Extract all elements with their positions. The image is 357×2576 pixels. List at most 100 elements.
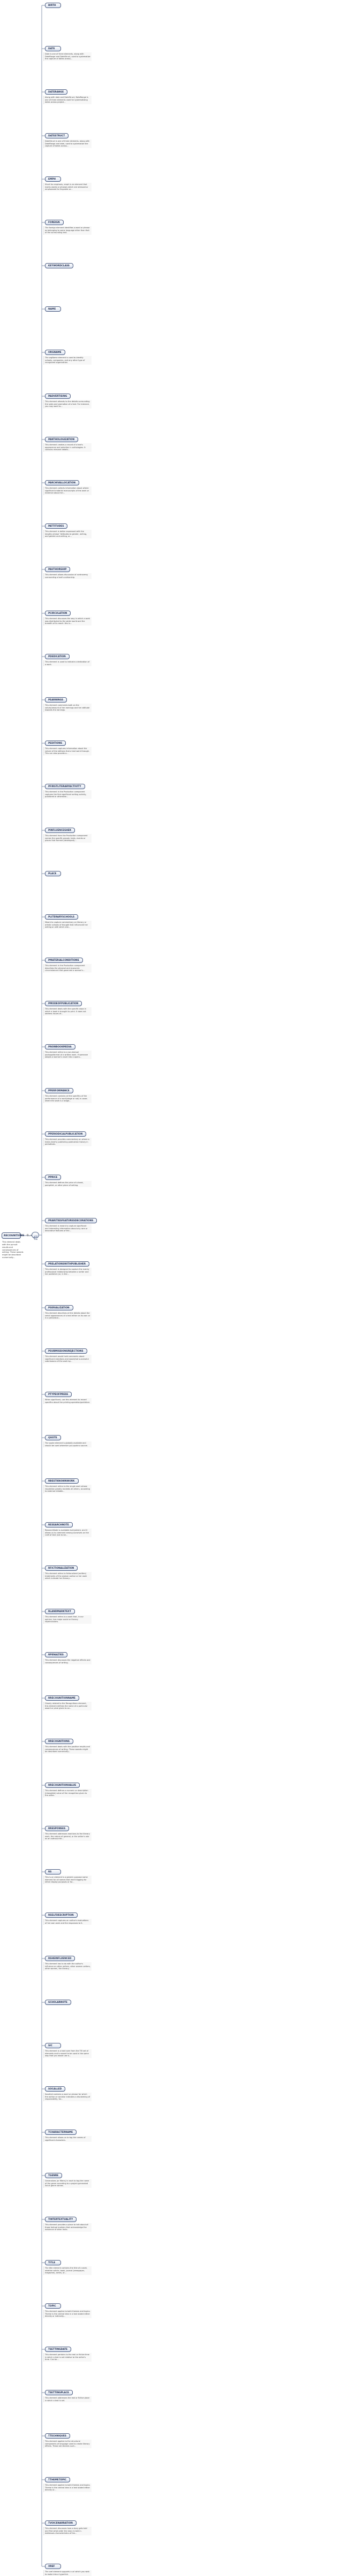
element-label: PSUBMISSIONSREJECTIONS xyxy=(48,1349,83,1353)
element-tcharactername[interactable]: TCHARACTERNAME xyxy=(45,2130,77,2135)
choice-compositor-icon[interactable] xyxy=(32,1232,39,1240)
element-name[interactable]: NAME xyxy=(45,306,61,312)
element-foreign[interactable]: FOREIGN xyxy=(45,220,64,225)
element-label: TTHEMETOPIC xyxy=(48,2478,67,2481)
element-pcirculation[interactable]: PCIRCULATION xyxy=(45,611,71,616)
element-description: This element creates a record of a text'… xyxy=(43,443,92,452)
element-daterange[interactable]: DATERANGE xyxy=(45,89,68,95)
element-pmodeofpublication[interactable]: PMODEOFPUBLICATION xyxy=(45,1001,82,1006)
element-xref[interactable]: XREF xyxy=(45,2564,61,2569)
element-label: PAUTHORSHIP xyxy=(48,568,67,571)
element-description: The xref element supports a url which yo… xyxy=(43,2570,92,2576)
element-tvoicenarration[interactable]: TVOICENARRATION xyxy=(45,2520,77,2526)
element-ttechniques[interactable]: TTECHNIQUES xyxy=(45,2433,71,2439)
element-pauthorship[interactable]: PAUTHORSHIP xyxy=(45,567,71,572)
element-description: Along with date and DateStruct, DateRang… xyxy=(43,96,92,104)
element-quote[interactable]: QUOTE xyxy=(45,1435,61,1440)
element-ptypeofpress[interactable]: PTYPEOFPRESS xyxy=(45,1392,72,1397)
root-element-recognitions[interactable]: RECOGNITIONS xyxy=(2,1232,25,1239)
element-place[interactable]: PLACE xyxy=(45,871,61,876)
element-rrecognitions[interactable]: RRECOGNITIONS xyxy=(45,1739,73,1744)
element-datestruct[interactable]: DATESTRUCT xyxy=(45,133,69,138)
element-birth[interactable]: BIRTH xyxy=(45,3,61,8)
element-description: This element is designed to capture the … xyxy=(43,1268,92,1276)
element-description: This element discusses the way in which … xyxy=(43,617,92,626)
element-description: This element addresses the real or ficti… xyxy=(43,2396,92,2403)
element-description: This element discusses the negative effe… xyxy=(43,1659,92,1665)
element-label: KEYWORDCLASS xyxy=(48,264,70,267)
element-label: PRARITIESFEATURESDECORATIONS xyxy=(48,1219,94,1222)
element-parchivallocation[interactable]: PARCHIVALLOCATION xyxy=(45,480,79,485)
element-pinfluencesher[interactable]: PINFLUENCESHER xyxy=(45,828,75,833)
element-description: This is an element is a generic purpose … xyxy=(43,1876,92,1884)
element-description: This element applies to the structural c… xyxy=(43,2440,92,2448)
element-date[interactable]: DATE xyxy=(45,46,61,51)
element-emph[interactable]: EMPH xyxy=(45,176,61,182)
element-scholarnote[interactable]: SCHOLARNOTE xyxy=(45,2000,71,2005)
element-pliteraryschools[interactable]: PLITERARYSCHOOLS xyxy=(45,914,79,920)
element-description: This element refers to a non-textual pac… xyxy=(43,1051,92,1059)
element-label: RPENALTIES xyxy=(48,1653,64,1656)
element-prelationswithpublisher[interactable]: PRELATIONSWITHPUBLISHER xyxy=(45,1261,90,1267)
element-rlandmarktext[interactable]: RLANDMARKTEXT xyxy=(45,1609,75,1614)
element-pserialization[interactable]: PSERIALIZATION xyxy=(45,1305,73,1310)
element-label: SCHOLARNOTE xyxy=(48,2001,67,2004)
element-topic[interactable]: TOPIC xyxy=(45,2303,61,2309)
element-description: When significant, use this element to re… xyxy=(43,1398,92,1405)
root-element-label: RECOGNITIONS xyxy=(4,1234,25,1237)
element-tthemetopic[interactable]: TTHEMETOPIC xyxy=(45,2477,71,2482)
element-label: PMODEOFPUBLICATION xyxy=(48,1002,79,1005)
element-label: TSETTINGPLACE xyxy=(48,2391,69,2394)
element-socalled[interactable]: SOCALLED xyxy=(45,2086,66,2092)
element-description: This element refers to a work that, in o… xyxy=(43,1615,92,1624)
element-rresponses[interactable]: RRESPONSES xyxy=(45,1826,70,1831)
element-label: RSELFDESCRIPTION xyxy=(48,1914,74,1917)
element-label: PPERIODICALPUBLICATION xyxy=(48,1132,83,1136)
element-pearnings[interactable]: PEARNINGS xyxy=(45,697,67,703)
element-label: PSERIALIZATION xyxy=(48,1306,70,1309)
element-tintertextuality[interactable]: TINTERTEXTUALITY xyxy=(45,2217,77,2222)
element-label: QUOTE xyxy=(48,1436,57,1439)
element-label: TITLE xyxy=(48,2261,56,2264)
element-pperiodicalpublication[interactable]: PPERIODICALPUBLICATION xyxy=(45,1131,87,1137)
element-psubmissionsrejections[interactable]: PSUBMISSIONSREJECTIONS xyxy=(45,1348,87,1354)
element-rpenalties[interactable]: RPENALTIES xyxy=(45,1652,67,1657)
element-panthologization[interactable]: PANTHOLOGIZATION xyxy=(45,437,79,442)
element-rbestknownwork[interactable]: RBESTKNOWNWORK xyxy=(45,1478,79,1484)
element-description: This element provides a place to talk ab… xyxy=(43,2223,92,2232)
element-title[interactable]: TITLE xyxy=(45,2260,61,2265)
element-description: This element discusses how a story gets … xyxy=(43,2527,92,2535)
element-description: This element deals with the positive res… xyxy=(43,1745,92,1754)
element-praritiesfeaturesdecorations[interactable]: PRARITIESFEATURESDECORATIONS xyxy=(45,1218,97,1223)
element-rs[interactable]: RS xyxy=(45,1869,61,1875)
element-tsettingplace[interactable]: TSETTINGPLACE xyxy=(45,2390,73,2395)
element-label: TTECHNIQUES xyxy=(48,2434,67,2438)
element-pfirstliteraryactivity[interactable]: PFIRSTLITERARYACTIVITY xyxy=(45,784,85,789)
element-pnonbookmedia[interactable]: PNONBOOKMEDIA xyxy=(45,1044,75,1050)
element-sic[interactable]: SIC xyxy=(45,2043,61,2048)
element-pperformance[interactable]: PPERFORMANCE xyxy=(45,1088,73,1093)
element-rrecognitionvalue[interactable]: RRECOGNITIONVALUE xyxy=(45,1783,80,1788)
element-orgname[interactable]: ORGNAME xyxy=(45,350,65,355)
element-description: This element would hold comments about s… xyxy=(43,1355,92,1363)
element-tsettingdate[interactable]: TSETTINGDATE xyxy=(45,2347,72,2352)
element-pdedication[interactable]: PDEDICATION xyxy=(45,654,70,659)
element-description: This element addresses reactions to the … xyxy=(43,1832,92,1841)
element-rfictionalization[interactable]: RFICTIONALIZATION xyxy=(45,1565,78,1571)
element-tgenre[interactable]: TGENRE xyxy=(45,2173,63,2178)
element-pmaterialconditions[interactable]: PMATERIALCONDITIONS xyxy=(45,958,83,963)
element-keywordclass[interactable]: KEYWORDCLASS xyxy=(45,263,73,268)
element-researchnote[interactable]: RESEARCHNOTE xyxy=(45,1522,73,1528)
element-pprice[interactable]: PPRICE xyxy=(45,1175,62,1180)
element-padvertising[interactable]: PADVERTISING xyxy=(45,394,71,399)
element-rselfdescription[interactable]: RSELFDESCRIPTION xyxy=(45,1912,78,1918)
element-rsheinfluenced[interactable]: RSHEINFLUENCED xyxy=(45,1956,75,1961)
element-label: PNONBOOKMEDIA xyxy=(48,1045,72,1048)
element-description: This element describes all the details a… xyxy=(43,1312,92,1320)
element-peditions[interactable]: PEDITIONS xyxy=(45,741,66,746)
element-pattitudes[interactable]: PATTITUDES xyxy=(45,523,68,529)
element-rrecognitionname[interactable]: RRECOGNITIONNAME xyxy=(45,1695,79,1701)
element-description: DateStruct is one of three elements, alo… xyxy=(43,140,92,148)
element-description: Generalizes (or filters) in each to tag … xyxy=(43,2179,92,2188)
